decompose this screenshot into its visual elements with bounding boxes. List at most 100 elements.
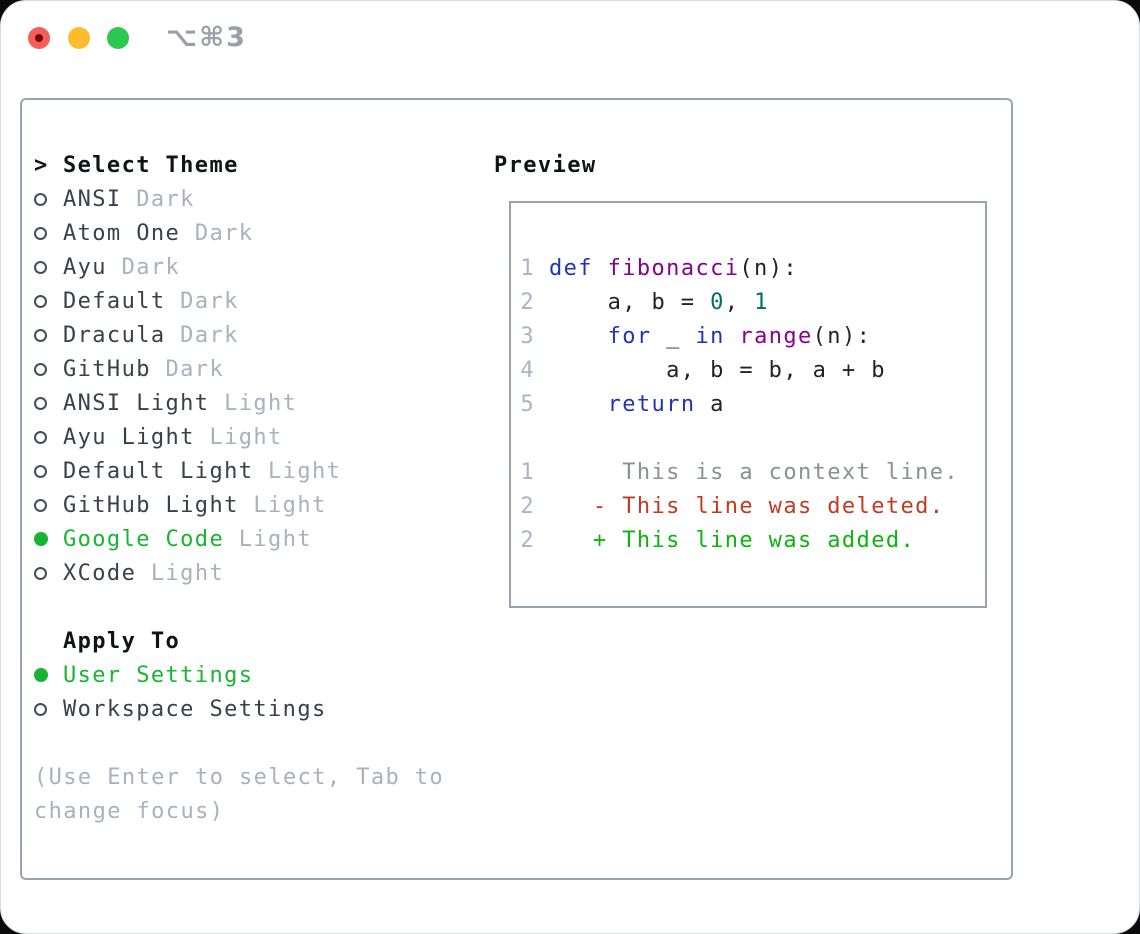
selected-radio-icon: [34, 532, 63, 546]
radio-icon: [34, 192, 63, 206]
code-line: 2 a, b = 0, 1: [520, 285, 985, 319]
bullet-shape: [34, 260, 47, 274]
line-number: 1: [520, 255, 535, 281]
theme-variant: Light: [253, 458, 342, 484]
bullet-shape: [34, 668, 48, 682]
theme-option[interactable]: Dracula Dark: [34, 318, 444, 352]
theme-name: Google Code: [63, 526, 225, 552]
titlebar: ⌥⌘3: [1, 1, 1139, 76]
radio-icon: [34, 702, 63, 716]
code-token-plain: (n):: [812, 323, 872, 349]
theme-variant: Dark: [165, 288, 239, 314]
select-theme-header-label: Select Theme: [63, 152, 239, 178]
apply-option-label: Workspace Settings: [63, 696, 327, 722]
code-line: 3 for _ in range(n):: [520, 319, 985, 353]
code-token-keyword: def: [549, 255, 593, 281]
code-line: 4 a, b = b, a + b: [520, 353, 985, 387]
select-theme-header: > Select Theme: [34, 148, 444, 182]
bullet-shape: [34, 294, 47, 308]
theme-name: Atom One: [63, 220, 181, 246]
apply-option[interactable]: Workspace Settings: [34, 692, 444, 726]
apply-option[interactable]: User Settings: [34, 658, 444, 692]
window-title: ⌥⌘3: [166, 22, 247, 53]
code-token-literal: 1: [754, 289, 769, 315]
diff-line-deleted: 2 - This line was deleted.: [520, 489, 985, 523]
radio-icon: [34, 328, 63, 342]
code-token-plain: [593, 256, 608, 281]
code-token-plain: (n):: [739, 255, 798, 281]
bullet-shape: [34, 328, 47, 342]
theme-option[interactable]: Default Dark: [34, 284, 444, 318]
radio-icon: [34, 362, 63, 376]
zoom-button-icon[interactable]: [107, 27, 129, 49]
apply-to-header-label: Apply To: [63, 628, 181, 654]
code-token-literal: 0: [710, 289, 725, 315]
theme-name: XCode: [63, 560, 137, 586]
theme-name: Default: [63, 288, 166, 314]
spacer: [34, 590, 444, 624]
bullet-shape: [34, 532, 48, 546]
radio-icon: [34, 294, 63, 308]
theme-option[interactable]: Ayu Dark: [34, 250, 444, 284]
theme-option[interactable]: Default Light Light: [34, 454, 444, 488]
code-token-plain: [549, 324, 608, 349]
code-token-plain: ,: [724, 289, 755, 315]
theme-variant: Dark: [150, 356, 225, 382]
theme-variant: Light: [209, 390, 298, 416]
code-token-plain: a: [695, 391, 725, 417]
minimize-button-icon[interactable]: [68, 27, 90, 49]
theme-option[interactable]: GitHub Dark: [34, 352, 444, 386]
code-line: 5 return a: [520, 387, 985, 421]
spacer: [520, 421, 985, 455]
code-token-keyword: return: [607, 391, 696, 417]
code-token-plain: _: [651, 323, 696, 349]
diff-line-added: 2 + This line was added.: [520, 523, 985, 557]
code-token-keyword: for: [607, 323, 652, 349]
bullet-shape: [34, 226, 47, 240]
selected-radio-icon: [34, 668, 63, 682]
code-token-plain: a, b =: [549, 289, 711, 315]
hint-line-1: (Use Enter to select, Tab to: [34, 760, 444, 794]
theme-variant: Dark: [106, 254, 181, 280]
theme-variant: Dark: [165, 322, 239, 348]
theme-variant: Dark: [121, 186, 195, 212]
bullet-shape: [34, 430, 47, 444]
preview-header: Preview: [494, 148, 597, 182]
theme-option[interactable]: ANSI Light Light: [34, 386, 444, 420]
code-token-plain: [549, 392, 608, 417]
theme-variant: Light: [238, 492, 327, 518]
bullet-shape: [34, 498, 47, 512]
radio-icon: [34, 566, 63, 580]
line-number: 2: [520, 289, 535, 315]
code-token-keyword: in: [695, 323, 725, 349]
bullet-shape: [34, 566, 47, 580]
theme-option[interactable]: XCode Light: [34, 556, 444, 590]
code-token-function: range: [739, 323, 813, 349]
radio-icon: [34, 396, 63, 410]
focus-caret-icon: >: [34, 152, 49, 178]
close-button-icon[interactable]: [28, 27, 50, 49]
theme-option[interactable]: ANSI Dark: [34, 182, 444, 216]
bullet-shape: [34, 702, 47, 716]
theme-option[interactable]: Google Code Light: [34, 522, 444, 556]
radio-icon: [34, 464, 63, 478]
theme-option[interactable]: Atom One Dark: [34, 216, 444, 250]
code-token-function: fibonacci: [607, 255, 740, 281]
radio-icon: [34, 430, 63, 444]
theme-option[interactable]: Ayu Light Light: [34, 420, 444, 454]
bullet-shape: [34, 396, 47, 410]
code-line: 1 def fibonacci(n):: [520, 251, 985, 285]
theme-option[interactable]: GitHub Light Light: [34, 488, 444, 522]
theme-variant: Light: [136, 560, 225, 586]
theme-name: GitHub Light: [63, 492, 239, 518]
diff-text: This is a context line.: [549, 459, 960, 485]
bullet-shape: [34, 192, 47, 206]
code-token-plain: a, b = b, a + b: [549, 357, 886, 383]
bullet-shape: [34, 362, 47, 376]
diff-line-context: 1 This is a context line.: [520, 455, 985, 489]
line-number: 5: [520, 391, 535, 417]
